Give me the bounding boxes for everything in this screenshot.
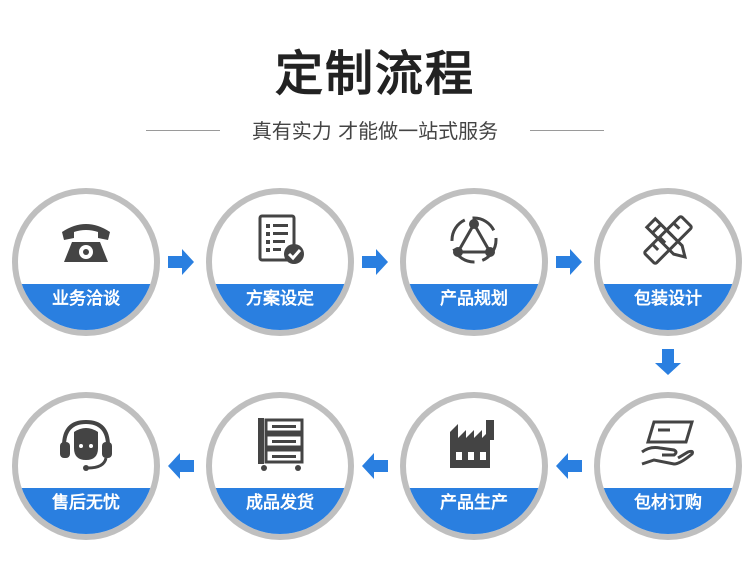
arrow-left-icon	[556, 453, 582, 479]
arrow-left-icon	[362, 453, 388, 479]
step-label-band	[212, 488, 348, 534]
step-product-planning[interactable]: 产品规划	[400, 188, 548, 336]
step-label: 包装设计	[634, 289, 702, 309]
step-label: 业务洽谈	[52, 289, 120, 309]
arrow-right-icon	[556, 249, 582, 275]
arrow-right-icon	[168, 249, 194, 275]
step-label-band	[406, 488, 542, 534]
step-label-band	[600, 488, 736, 534]
headset-icon	[60, 419, 112, 471]
step-package-design[interactable]: 包装设计	[594, 188, 742, 336]
arrow-left-icon	[168, 453, 194, 479]
subtitle-divider-right	[530, 130, 604, 131]
arrow-down-icon	[655, 349, 681, 375]
factory-icon	[450, 420, 494, 468]
arrow-right-icon	[362, 249, 388, 275]
step-label-band	[212, 284, 348, 330]
pencil-ruler-icon	[643, 215, 693, 265]
page-subtitle: 真有实力 才能做一站式服务	[251, 119, 499, 143]
step-label-band	[18, 488, 154, 534]
document-check-icon	[258, 214, 304, 264]
subtitle-divider-left	[146, 130, 220, 131]
step-label: 产品规划	[440, 289, 508, 309]
telephone-icon	[62, 224, 110, 262]
step-business-talk[interactable]: 业务洽谈	[12, 188, 160, 336]
step-production[interactable]: 产品生产	[400, 392, 548, 540]
step-shipping[interactable]: 成品发货	[206, 392, 354, 540]
step-label-band	[406, 284, 542, 330]
step-plan-setting[interactable]: 方案设定	[206, 188, 354, 336]
page-title: 定制流程	[274, 46, 475, 102]
step-after-sales[interactable]: 售后无忧	[12, 392, 160, 540]
step-label-band	[18, 284, 154, 330]
hand-card-icon	[641, 420, 695, 466]
subtitle-row: 真有实力 才能做一站式服务	[0, 116, 750, 146]
step-label: 方案设定	[246, 289, 314, 309]
cabinet-cart-icon	[258, 418, 304, 471]
step-label: 包材订购	[634, 493, 702, 513]
step-label: 售后无忧	[52, 493, 120, 513]
step-label: 产品生产	[440, 493, 508, 513]
step-label: 成品发货	[246, 493, 314, 513]
step-material-ordering[interactable]: 包材订购	[594, 392, 742, 540]
network-triangle-icon	[450, 216, 498, 264]
step-label-band	[600, 284, 736, 330]
